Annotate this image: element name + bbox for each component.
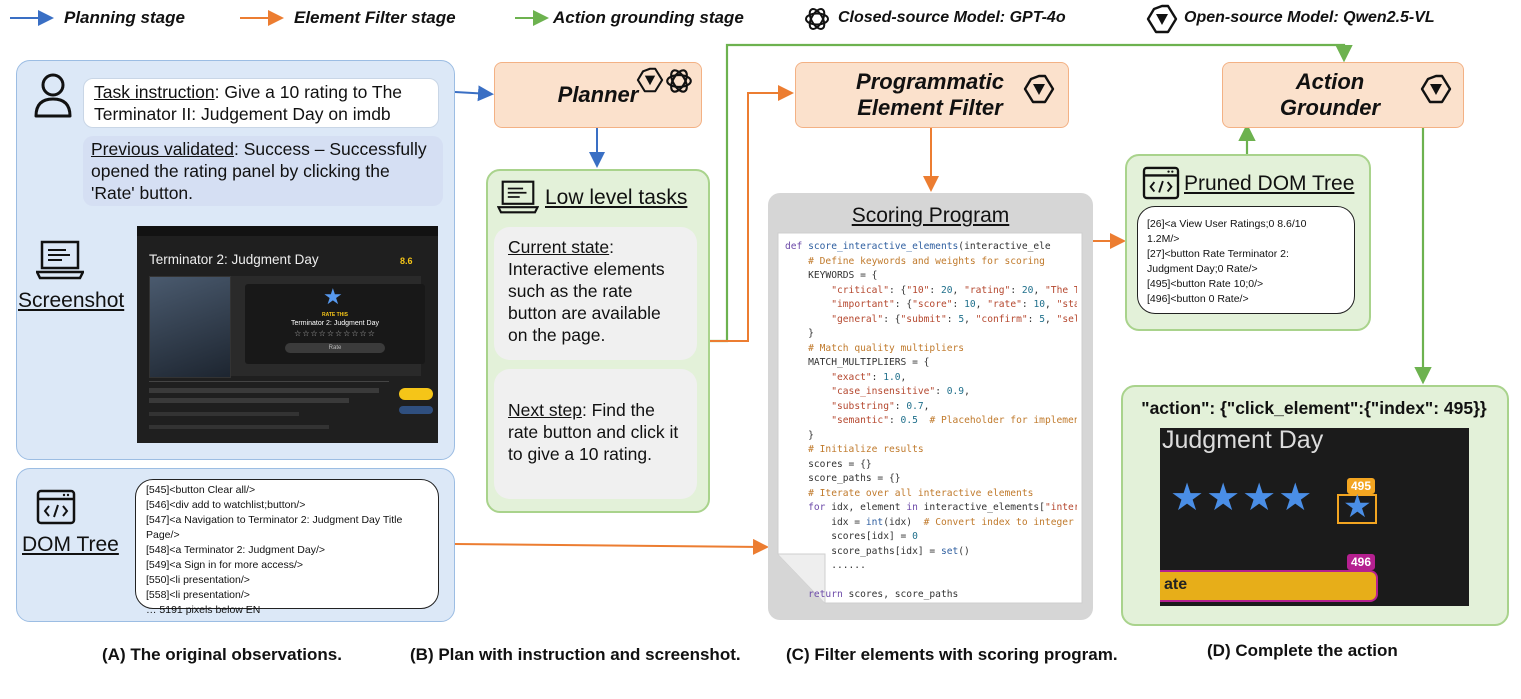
pruned-dom-line: 1.2M/> (1147, 233, 1180, 245)
screenshot-rate-button: Rate (285, 343, 385, 353)
dom-tree-line: … 5191 pixels below EN (146, 604, 261, 616)
pruned-dom-line: [26]<a View User Ratings;0 8.6/10 (1147, 218, 1307, 230)
pruned-dom-line: [496]<button 0 Rate/> (1147, 293, 1249, 305)
pruned-dom-line: Judgment Day;0 Rate/> (1147, 263, 1258, 275)
user-icon (34, 73, 72, 118)
dom-tree-lines: [545]<button Clear all/> [546]<div add to… (146, 483, 428, 618)
screenshot-thumbnail: Terminator 2: Judgment Day 8.6 ★ RATE TH… (137, 226, 438, 443)
task-label: Task instruction (94, 82, 215, 102)
prev-label: Previous validated (91, 139, 234, 159)
legend-filter: Element Filter stage (294, 8, 456, 27)
task-instruction-card: Task instruction: Give a 10 rating to Th… (83, 78, 439, 128)
screenshot-poster (149, 276, 231, 378)
screenshot-rating: 8.6 (400, 256, 413, 266)
planner-box (494, 62, 702, 128)
scoring-code: def score_interactive_elements(interacti… (785, 241, 1077, 600)
dom-tree-label: DOM Tree (22, 533, 119, 556)
crop-title: Judgment Day (1162, 428, 1324, 454)
action-grounder-title: Action Grounder (1265, 69, 1395, 121)
dom-tree-line: [547]<a Navigation to Terminator 2: Judg… (146, 514, 403, 526)
planner-openai-icon (666, 69, 692, 93)
badge-496: 496 (1347, 554, 1376, 570)
dom-tree-line: Page/> (146, 529, 180, 541)
low-level-laptop-icon (497, 180, 539, 214)
openai-logo-icon (805, 8, 829, 30)
caption-d: (D) Complete the action (1207, 641, 1398, 660)
element-filter-title: Programmatic Element Filter (830, 69, 1030, 121)
action-grounder-title-line1: Action (1295, 69, 1365, 94)
screenshot-side-button (399, 406, 433, 414)
screenshot-topbar (137, 226, 438, 236)
dom-tree-line: [548]<a Terminator 2: Judgment Day/> (146, 544, 325, 556)
screenshot-line-1 (149, 388, 379, 393)
action-grounder-box (1222, 62, 1464, 128)
low-level-tasks-title: Low level tasks (545, 186, 688, 209)
prev-text: : Success – Successfully opened the rati… (91, 139, 427, 203)
rate-bar-text: ate (1164, 576, 1188, 593)
grounder-qwen-icon (1420, 74, 1452, 104)
action-crop-screenshot: Judgment Day ★★★★ ★ 495 ate 496 (1160, 428, 1469, 606)
screenshot-divider (149, 381, 389, 382)
previous-validated-card: Previous validated: Success – Successful… (83, 136, 443, 206)
crop-stars: ★★★★ (1170, 477, 1315, 519)
code-window-icon (36, 489, 76, 525)
dom-tree-line: [558]<li presentation/> (146, 589, 250, 601)
legend-grounding: Action grounding stage (553, 8, 744, 27)
screenshot-rate-caption: RATE THIS (321, 312, 349, 318)
legend-closed-model: Closed-source Model: GPT-4o (838, 9, 1066, 26)
next-step-label: Next step (508, 400, 582, 420)
filter-qwen-icon (1023, 74, 1055, 104)
action-grounder-title-line2: Grounder (1279, 95, 1381, 120)
screenshot-movie-title: Terminator 2: Judgment Day (149, 252, 319, 267)
next-step-card: Next step: Find the rate button and clic… (494, 369, 697, 499)
screenshot-line-2 (149, 398, 349, 403)
current-state-text: : Interactive elements such as the rate … (508, 237, 665, 345)
element-filter-box (795, 62, 1069, 128)
screenshot-rate-dialog: ★ RATE THIS Terminator 2: Judgment Day ☆… (245, 284, 425, 364)
next-step-text: : Find the rate button and click it to g… (508, 400, 679, 464)
pruned-code-window-icon (1142, 166, 1180, 200)
crop-star-495: ★ (1343, 488, 1372, 524)
dom-tree-card: [545]<button Clear all/> [546]<div add to… (135, 479, 439, 616)
pruned-dom-line: [495]<button Rate 10;0/> (1147, 278, 1264, 290)
rate-bar-496: ate (1160, 570, 1378, 602)
pruned-dom-title: Pruned DOM Tree (1184, 172, 1355, 195)
pruned-dom-card: [26]<a View User Ratings;0 8.6/10 1.2M/> [… (1137, 206, 1355, 314)
legend-open-model: Open-source Model: Qwen2.5-VL (1184, 9, 1435, 26)
star-495-highlight: ★ (1337, 488, 1377, 524)
task-text: : Give a 10 rating to The Terminator II:… (94, 82, 403, 124)
dom-tree-line: [545]<button Clear all/> (146, 484, 256, 496)
current-state-label: Current state (508, 237, 610, 257)
element-filter-title-line2: Element Filter (857, 95, 1003, 120)
caption-c: (C) Filter elements with scoring program… (786, 645, 1118, 664)
screenshot-watchlist-button (399, 388, 433, 400)
scoring-program-title: Scoring Program (851, 204, 1010, 227)
legend-arrows (10, 10, 549, 26)
legend-planning: Planning stage (64, 8, 185, 27)
caption-b: (B) Plan with instruction and screenshot… (410, 645, 741, 664)
caption-a: (A) The original observations. (102, 645, 342, 664)
laptop-icon (36, 240, 84, 280)
dom-tree-line: [549]<a Sign in for more access/> (146, 559, 304, 571)
screenshot-star-icon: ★ (323, 284, 343, 309)
planner-qwen-icon (636, 67, 664, 93)
element-filter-title-line1: Programmatic (856, 69, 1004, 94)
dom-tree-line: [546]<div add to watchlist;button/> (146, 499, 306, 511)
screenshot-label: Screenshot (18, 289, 125, 312)
screenshot-line-3 (149, 412, 299, 416)
screenshot-empty-stars: ☆☆☆☆☆☆☆☆☆☆ (294, 329, 376, 338)
planner-title: Planner (557, 82, 639, 107)
code-page-shape (777, 232, 1083, 604)
current-state-card: Current state: Interactive elements such… (494, 227, 697, 360)
screenshot-rate-title: Terminator 2: Judgment Day (291, 320, 379, 327)
screenshot-line-4 (149, 425, 329, 429)
badge-495: 495 (1347, 478, 1376, 494)
pruned-dom-line: [27]<button Rate Terminator 2: (1147, 248, 1289, 260)
dom-tree-line: [550]<li presentation/> (146, 574, 250, 586)
pruned-dom-lines: [26]<a View User Ratings;0 8.6/10 1.2M/> [… (1147, 217, 1345, 307)
action-json: "action": {"click_element":{"index": 495… (1141, 398, 1487, 418)
qwen-logo-icon (1146, 4, 1178, 34)
